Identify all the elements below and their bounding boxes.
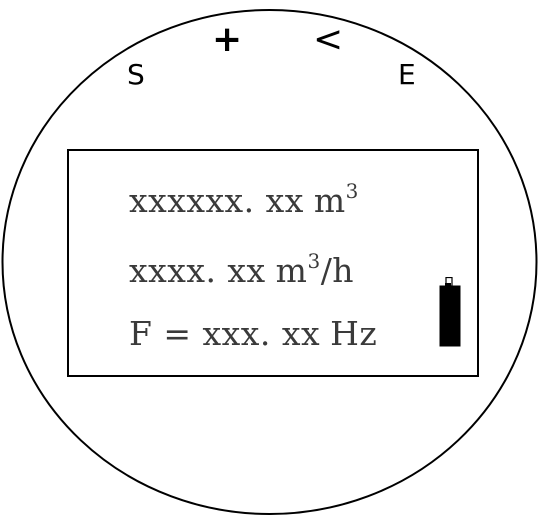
freq-unit: Hz (330, 314, 378, 353)
volume-value: xxxxxx. xx (129, 181, 304, 220)
flow-value: xxxx. xx (129, 251, 266, 290)
battery-icon (439, 277, 461, 347)
key-plus-label[interactable]: + (212, 19, 243, 60)
meter-face-outline (1, 9, 538, 515)
flow-unit: m3/h (275, 249, 355, 290)
key-shift-label[interactable]: < (313, 19, 344, 60)
freq-prefix: F = (129, 314, 203, 353)
key-e-label[interactable]: E (398, 58, 416, 91)
volume-unit: m3 (313, 179, 359, 220)
key-s-label[interactable]: S (127, 58, 145, 91)
freq-value: xxx. xx (202, 314, 321, 353)
